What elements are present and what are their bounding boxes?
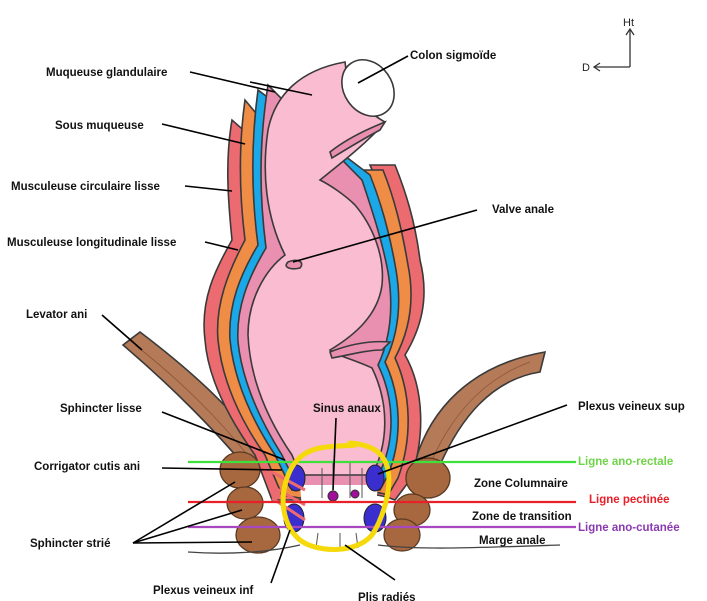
superior-venous-plexus bbox=[286, 464, 385, 492]
anal-canal bbox=[300, 485, 378, 545]
up-axis-label: Ht bbox=[623, 17, 634, 29]
label-colon-sigmoide: Colon sigmoïde bbox=[410, 50, 496, 62]
lower-valve-fold bbox=[329, 340, 392, 359]
label-levator-ani: Levator ani bbox=[26, 309, 87, 321]
label-sinus-anaux: Sinus anaux bbox=[313, 403, 381, 415]
label-corrigator: Corrigator cutis ani bbox=[34, 461, 140, 473]
orientation-indicator: Ht D bbox=[582, 17, 635, 74]
rectal-lumen bbox=[247, 61, 387, 476]
label-plexus-sup: Plexus veineux sup bbox=[578, 401, 685, 413]
label-muqueuse-glandulaire: Muqueuse glandulaire bbox=[46, 67, 167, 79]
leader-lines bbox=[101, 55, 568, 584]
label-ligne-ano-rectale: Ligne ano-rectale bbox=[578, 456, 673, 468]
label-sphincter-lisse: Sphincter lisse bbox=[60, 403, 142, 415]
label-plexus-inf: Plexus veineux inf bbox=[153, 585, 254, 597]
upper-valve-fold bbox=[329, 120, 387, 160]
anal-sinus-2 bbox=[350, 489, 360, 499]
skin-line bbox=[187, 544, 301, 554]
label-ligne-ano-cutanee: Ligne ano-cutanée bbox=[578, 522, 680, 534]
anal-sinus-1 bbox=[327, 490, 339, 502]
label-zone-columnaire: Zone Columnaire bbox=[474, 478, 568, 490]
label-sous-muqueuse: Sous muqueuse bbox=[55, 120, 144, 132]
label-plis-radies: Plis radiés bbox=[358, 592, 416, 601]
label-musculeuse-circulaire: Musculeuse circulaire lisse bbox=[11, 181, 160, 193]
label-ligne-pectinee: Ligne pectinée bbox=[589, 494, 670, 506]
label-zone-transition: Zone de transition bbox=[472, 511, 572, 523]
label-valve-anale: Valve anale bbox=[492, 204, 554, 216]
label-marge-anale: Marge anale bbox=[479, 535, 545, 547]
label-sphincter-strie: Sphincter strié bbox=[30, 538, 111, 550]
left-axis-label: D bbox=[582, 62, 590, 74]
label-musculeuse-longitudinale: Musculeuse longitudinale lisse bbox=[7, 237, 176, 249]
sigmoid-colon-opening bbox=[341, 59, 395, 117]
